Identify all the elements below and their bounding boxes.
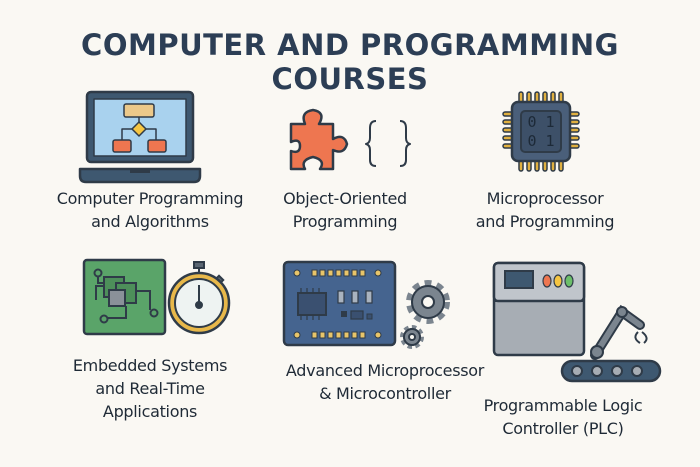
chip-digit-row: 0 1 [527, 132, 555, 150]
label-line: Programmable Logic [483, 396, 643, 415]
label-line: and Programming [475, 212, 615, 231]
label-line: Controller (PLC) [502, 419, 624, 438]
puzzle-braces-icon [289, 108, 411, 171]
laptop-flowchart-icon [78, 90, 202, 184]
label-line: Computer Programming [56, 189, 244, 208]
label-line: & Microcontroller [319, 384, 451, 403]
plc-robot-arm-icon [492, 261, 662, 383]
course-label-microprocessor: Microprocessor and Programming [476, 187, 615, 233]
course-label-advanced-microprocessor: Advanced Microprocessor & Microcontrolle… [286, 359, 484, 405]
label-line: Microprocessor [486, 189, 604, 208]
label-line: and Algorithms [91, 212, 209, 231]
page-title: COMPUTER AND PROGRAMMING COURSES [81, 28, 619, 96]
course-label-plc: Programmable Logic Controller (PLC) [484, 394, 643, 440]
label-line: Programming [292, 212, 398, 231]
circuit-board-gears-icon [282, 260, 450, 349]
label-line: Applications [102, 402, 198, 421]
course-label-oop: Object-Oriented Programming [283, 187, 407, 233]
chip-digit-row: 0 1 [527, 113, 555, 131]
chip-digits: 0 1 0 1 [521, 113, 561, 151]
course-label-embedded-systems: Embedded Systems and Real-Time Applicati… [72, 354, 228, 423]
label-line: Advanced Microprocessor [285, 361, 485, 380]
microchip-icon [502, 91, 580, 172]
circuit-stopwatch-icon [82, 258, 231, 336]
label-line: and Real-Time [95, 379, 205, 398]
course-label-computer-programming: Computer Programming and Algorithms [56, 187, 244, 233]
label-line: Embedded Systems [72, 356, 228, 375]
label-line: Object-Oriented [283, 189, 407, 208]
